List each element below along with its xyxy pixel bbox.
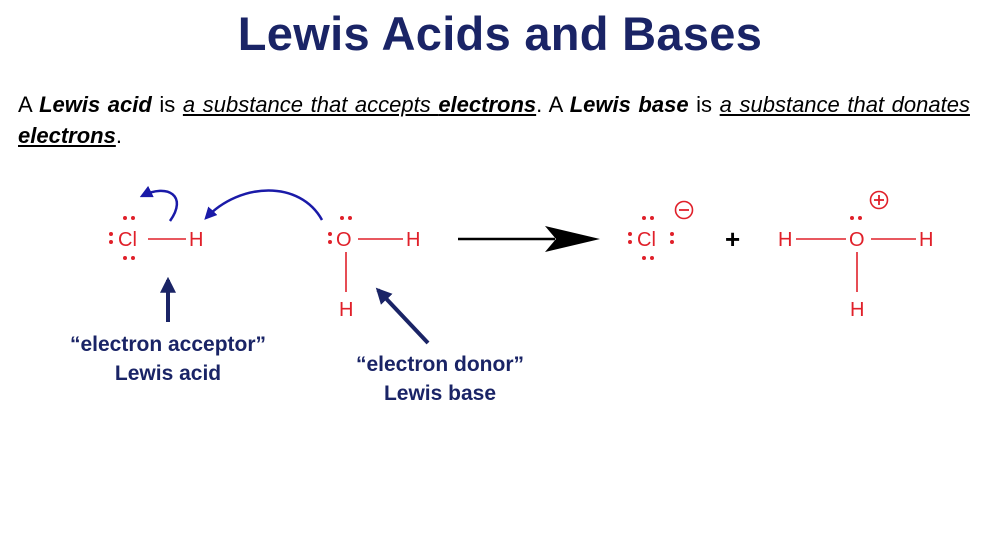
acceptor-label-line1: “electron acceptor” — [69, 333, 267, 356]
lone-pair-dot — [109, 232, 113, 236]
text-segment: is — [688, 92, 720, 117]
lone-pair-attack-arrow — [204, 189, 324, 221]
lone-pair-dot — [328, 232, 332, 236]
lone-pair-dot — [123, 216, 127, 220]
text-segment: . — [115, 123, 122, 148]
oxygen-atom: O — [849, 229, 865, 251]
hydrogen-atom: H — [778, 229, 792, 251]
chlorine-atom: Cl — [637, 229, 656, 251]
lone-pair-dot — [628, 232, 632, 236]
lone-pair-dot — [670, 232, 674, 236]
lone-pair-dot — [642, 216, 646, 220]
donor-label-line1: “electron donor” — [355, 353, 524, 376]
hcl-molecule: Cl H — [109, 216, 203, 260]
bond-electron-arrow — [139, 185, 179, 222]
negative-charge-icon — [674, 200, 694, 220]
lone-pair-dot — [642, 256, 646, 260]
base-definition: a substance that donates electrons — [18, 92, 970, 148]
lone-pair-dot — [650, 216, 654, 220]
text-segment: A — [18, 92, 40, 117]
lone-pair-dot — [123, 256, 127, 260]
hydrogen-atom: H — [189, 229, 203, 251]
lone-pair-dot — [109, 240, 113, 244]
donor-label-line2: Lewis base — [383, 382, 497, 405]
acid-definition: a substance that accepts electrons — [182, 92, 537, 117]
positive-charge-icon — [869, 190, 889, 210]
hydrogen-atom: H — [406, 229, 420, 251]
lone-pair-dot — [670, 240, 674, 244]
hydrogen-atom: H — [850, 299, 864, 321]
chlorine-atom: Cl — [118, 229, 137, 251]
lewis-base-term: Lewis base — [569, 92, 689, 117]
lone-pair-dot — [131, 256, 135, 260]
lone-pair-dot — [850, 216, 854, 220]
hydrogen-atom: H — [339, 299, 353, 321]
lone-pair-dot — [858, 216, 862, 220]
acceptor-label-line2: Lewis acid — [114, 362, 222, 385]
donor-label: “electron donor” Lewis base — [300, 350, 580, 408]
hydronium-ion: H O H H — [778, 190, 933, 321]
reaction-arrow — [458, 226, 600, 252]
text-segment: is — [151, 92, 183, 117]
lewis-acid-term: Lewis acid — [39, 92, 152, 117]
donor-pointer-arrow — [375, 287, 430, 345]
water-molecule: O H H — [328, 216, 420, 321]
lone-pair-dot — [348, 216, 352, 220]
plus-sign: + — [725, 224, 740, 254]
hydrogen-atom: H — [919, 229, 933, 251]
lone-pair-dot — [131, 216, 135, 220]
page-title: Lewis Acids and Bases — [237, 7, 763, 60]
lone-pair-dot — [328, 240, 332, 244]
lone-pair-dot — [628, 240, 632, 244]
oxygen-atom: O — [336, 229, 352, 251]
lone-pair-dot — [650, 256, 654, 260]
lone-pair-dot — [340, 216, 344, 220]
chloride-ion: Cl — [628, 200, 694, 260]
definition-text: A Lewis acid is a substance that accepts… — [18, 89, 970, 151]
text-segment: . A — [536, 92, 570, 117]
acceptor-label: “electron acceptor” Lewis acid — [28, 330, 308, 388]
